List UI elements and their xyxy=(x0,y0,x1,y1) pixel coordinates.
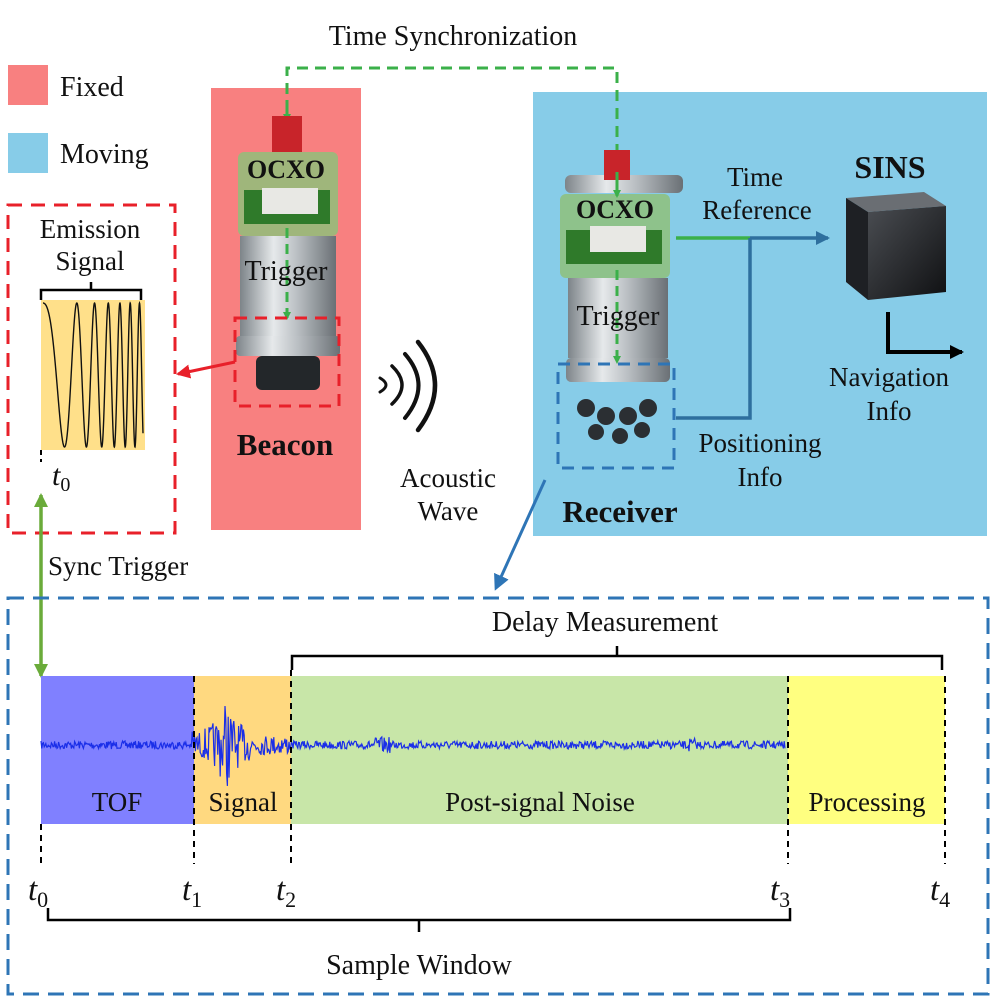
segment-processing xyxy=(788,676,945,824)
beacon-to-emission-arrow xyxy=(176,360,236,379)
receiver-to-timeline-arrow xyxy=(494,479,547,591)
tick-t0: t0 xyxy=(28,872,48,912)
time-guides xyxy=(40,670,946,864)
receiver-array-box xyxy=(556,362,676,470)
emission-signal-box xyxy=(6,203,177,535)
acoustic-wave-icon xyxy=(378,339,438,433)
tick-t1: t1 xyxy=(182,872,202,912)
navigation-info-label-line2: Info xyxy=(867,396,912,426)
beacon-label: Beacon xyxy=(237,427,333,462)
navigation-output-arrow xyxy=(886,312,964,359)
segment-label-post-signal-noise: Post-signal Noise xyxy=(445,787,635,817)
segment-label-tof: TOF xyxy=(92,787,143,817)
legend-label-moving: Moving xyxy=(60,139,149,170)
delay-measurement-label: Delay Measurement xyxy=(492,607,718,638)
sins-device xyxy=(846,192,946,300)
beacon-device xyxy=(236,116,340,390)
legend-swatch-fixed xyxy=(8,65,48,105)
emission-t0-label: t0 xyxy=(52,459,70,496)
positioning-info-label-line2: Info xyxy=(738,462,783,492)
tick-t4: t4 xyxy=(930,872,950,912)
emission-bracket xyxy=(39,282,143,300)
beacon-trigger-label: Trigger xyxy=(245,256,329,287)
delay-measurement-bracket xyxy=(290,646,944,670)
positioning-info-label-line1: Positioning xyxy=(698,428,821,458)
navigation-info-label-line1: Navigation xyxy=(829,362,949,392)
timeline-segments xyxy=(41,676,945,824)
emission-signal-label-line1: Emission xyxy=(40,214,141,244)
segment-tof xyxy=(41,676,194,824)
segment-label-signal: Signal xyxy=(208,787,277,817)
time-sync-path xyxy=(285,66,619,185)
sample-window-label: Sample Window xyxy=(326,950,513,981)
received-waveform xyxy=(40,705,786,786)
segment-post-signal-noise xyxy=(291,676,788,824)
acoustic-label-line2: Wave xyxy=(418,496,479,526)
tick-t3: t3 xyxy=(770,872,790,912)
sample-window-bracket xyxy=(46,908,792,932)
time-sync-label: Time Synchronization xyxy=(329,21,578,52)
sync-trigger-label: Sync Trigger xyxy=(48,551,188,581)
timeline-box xyxy=(6,596,990,996)
emission-chirp-waveform xyxy=(42,300,144,449)
sins-label: SINS xyxy=(854,149,925,185)
tick-t2: t2 xyxy=(276,872,296,912)
positioning-info-line xyxy=(676,238,752,420)
segment-label-processing: Processing xyxy=(809,787,926,817)
emission-signal-label-line2: Signal xyxy=(55,246,124,276)
legend-label-fixed: Fixed xyxy=(60,72,124,103)
receiver-trigger-label: Trigger xyxy=(577,301,661,332)
legend-swatch-moving xyxy=(8,133,48,173)
receiver-device xyxy=(560,150,683,444)
receiver-label: Receiver xyxy=(562,494,678,529)
time-reference-label-line1: Time xyxy=(727,162,783,192)
beacon-ocxo-label: OCXO xyxy=(247,155,325,184)
acoustic-label-line1: Acoustic xyxy=(400,463,496,493)
receiver-ocxo-label: OCXO xyxy=(576,195,654,224)
time-reference-label-line2: Reference xyxy=(702,195,811,225)
